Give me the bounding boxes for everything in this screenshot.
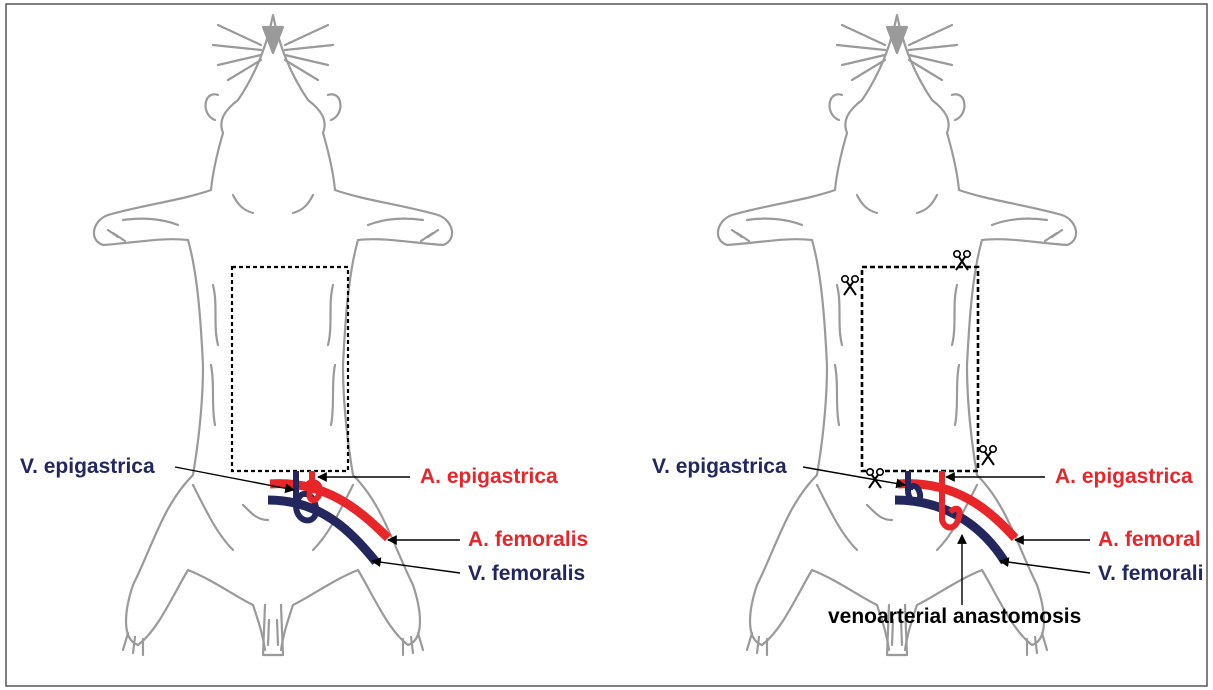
label-a-femoralis-right: A. femoral <box>1098 528 1201 551</box>
label-a-epigastrica-left: A. epigastrica <box>420 465 558 488</box>
label-a-epigastrica-right: A. epigastrica <box>1055 465 1193 488</box>
label-v-femoralis-right: V. femorali <box>1098 562 1203 585</box>
figure-frame <box>6 4 1207 686</box>
label-anastomosis-right: venoarterial anastomosis <box>828 605 1081 628</box>
label-v-epigastrica-left: V. epigastrica <box>20 455 155 478</box>
label-v-epigastrica-right: V. epigastrica <box>652 455 787 478</box>
label-a-femoralis-left: A. femoralis <box>468 528 588 551</box>
label-v-femoralis-left: V. femoralis <box>468 562 585 585</box>
